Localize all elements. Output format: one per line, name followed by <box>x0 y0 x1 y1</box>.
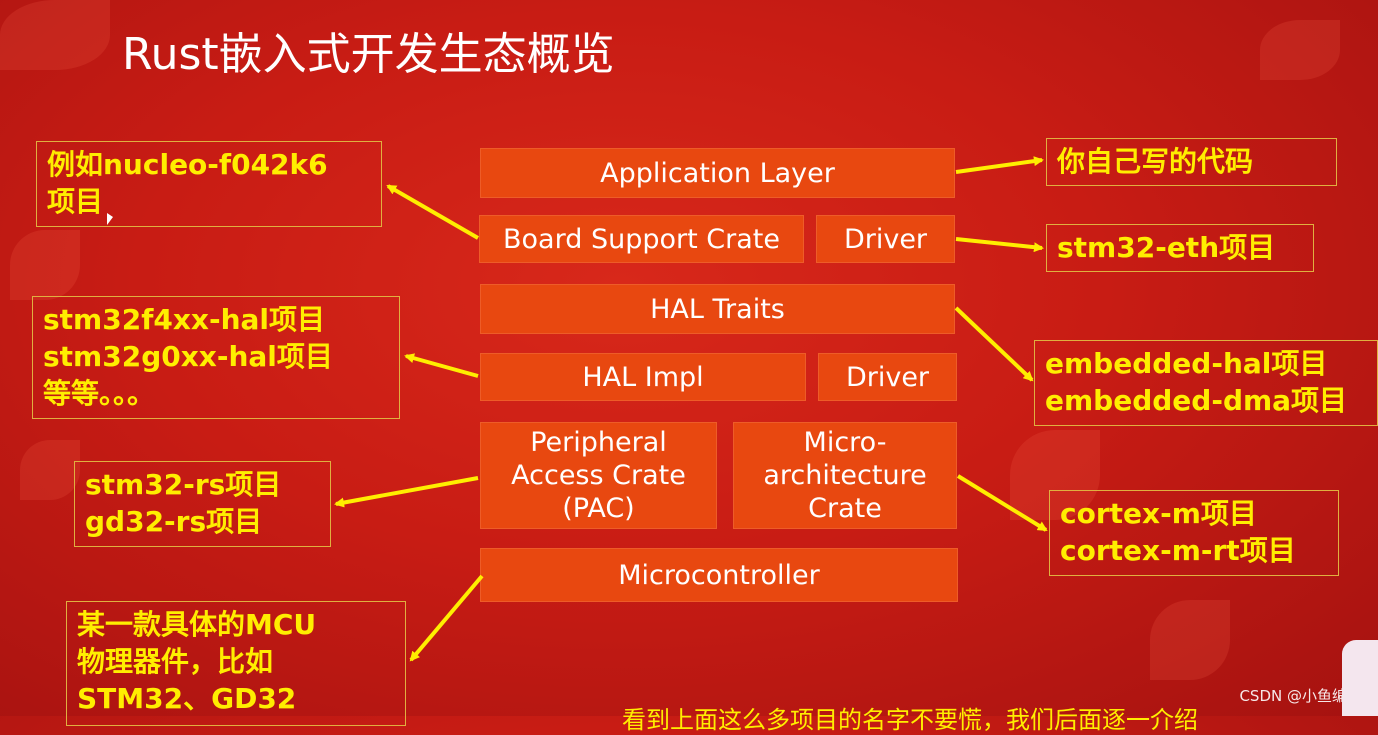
background-leaf <box>0 0 110 70</box>
micro-arch-label-line: Crate <box>808 493 882 524</box>
note-line: 例如nucleo-f042k6 <box>47 148 328 181</box>
mcu-example-note: 某一款具体的MCU 物理器件，比如 STM32、GD32 <box>66 601 406 726</box>
note-line: stm32g0xx-hal项目 <box>43 340 333 373</box>
note-line: gd32-rs项目 <box>85 505 263 538</box>
note-line: stm32f4xx-hal项目 <box>43 303 326 336</box>
background-leaf <box>1150 600 1230 680</box>
caption-text: 看到上面这么多项目的名字不要慌，我们后面逐一介绍 <box>622 706 1198 734</box>
mouse-cursor-icon <box>107 213 113 225</box>
driver-layer-top: Driver <box>816 215 955 263</box>
application-layer: Application Layer <box>480 148 955 198</box>
note-line: stm32-eth项目 <box>1057 231 1276 264</box>
arrow-pac <box>334 476 479 508</box>
arrow-hal-traits <box>954 306 1034 382</box>
micro-arch-label-line: Micro- <box>803 427 887 458</box>
pac-layer: Peripheral Access Crate (PAC) <box>480 422 717 529</box>
micro-arch-label-line: architecture <box>763 460 927 491</box>
arrow-driver <box>955 237 1044 253</box>
arrow-hal-impl <box>404 353 479 378</box>
note-line: cortex-m项目 <box>1060 497 1257 530</box>
driver-example-note: stm32-eth项目 <box>1046 224 1314 272</box>
app-example-note: 你自己写的代码 <box>1046 138 1337 186</box>
note-line: 物理器件，比如 <box>77 645 274 678</box>
background-leaf <box>1010 430 1100 520</box>
note-line: 你自己写的代码 <box>1057 145 1254 178</box>
micro-arch-example-note: cortex-m项目 cortex-m-rt项目 <box>1049 490 1339 576</box>
background-leaf <box>20 440 80 500</box>
arrow-bsp <box>386 184 480 240</box>
pac-label-line: Access Crate <box>511 460 686 491</box>
micro-architecture-crate-layer: Micro- architecture Crate <box>733 422 957 529</box>
arrow-app <box>955 156 1044 174</box>
pac-example-note: stm32-rs项目 gd32-rs项目 <box>74 461 331 547</box>
watermark-text: CSDN @小鱼编程 <box>1239 687 1362 705</box>
hal-impl-example-note: stm32f4xx-hal项目 stm32g0xx-hal项目 等等。。。 <box>32 296 400 419</box>
note-line: 某一款具体的MCU <box>77 608 317 641</box>
note-line: 等等。。。 <box>43 377 156 410</box>
note-line: STM32、GD32 <box>77 682 297 715</box>
hal-impl-layer: HAL Impl <box>480 353 806 401</box>
note-line: embedded-dma项目 <box>1045 384 1348 417</box>
pac-label-line: (PAC) <box>562 493 635 524</box>
driver-layer-bottom: Driver <box>818 353 957 401</box>
slide-title: Rust嵌入式开发生态概览 <box>122 29 615 80</box>
arrow-micro-arch <box>956 474 1048 532</box>
note-line: stm32-rs项目 <box>85 468 282 501</box>
hal-traits-layer: HAL Traits <box>480 284 955 334</box>
background-leaf <box>1260 20 1340 80</box>
avatar <box>1342 640 1378 716</box>
note-line: cortex-m-rt项目 <box>1060 534 1296 567</box>
microcontroller-layer: Microcontroller <box>480 548 958 602</box>
bsp-example-note: 例如nucleo-f042k6 项目 <box>36 141 382 227</box>
board-support-crate-layer: Board Support Crate <box>479 215 804 263</box>
arrows-layer <box>334 156 1048 662</box>
note-line: embedded-hal项目 <box>1045 347 1328 380</box>
note-line: 项目 <box>47 185 104 218</box>
arrow-mcu <box>409 574 484 662</box>
pac-label-line: Peripheral <box>530 427 667 458</box>
background-leaf <box>10 230 80 300</box>
